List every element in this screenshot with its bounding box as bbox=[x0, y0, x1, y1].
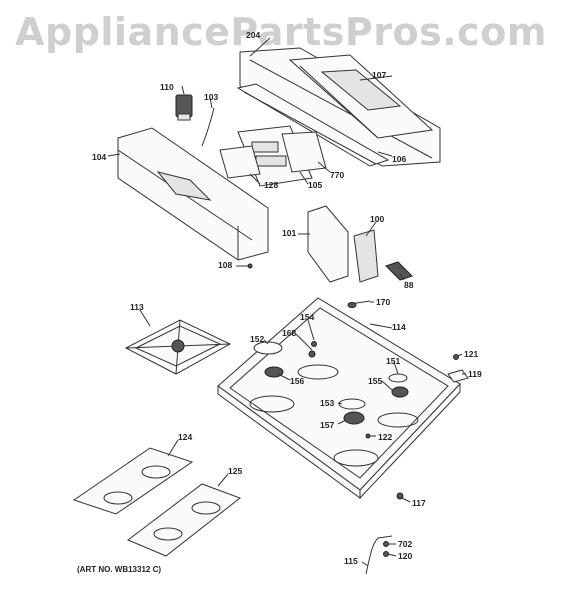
label-154: 154 bbox=[300, 312, 314, 322]
label-120: 120 bbox=[398, 551, 412, 561]
label-155: 155 bbox=[368, 376, 382, 386]
control-board bbox=[219, 125, 327, 187]
label-156: 156 bbox=[290, 376, 304, 386]
label-168: 168 bbox=[282, 328, 296, 338]
label-702: 702 bbox=[398, 539, 412, 549]
label-110: 110 bbox=[160, 82, 174, 92]
burner-grate bbox=[124, 319, 232, 375]
label-101: 101 bbox=[282, 228, 296, 238]
label-151: 151 bbox=[386, 356, 400, 366]
label-128: 128 bbox=[264, 180, 278, 190]
label-121: 121 bbox=[464, 349, 478, 359]
label-170: 170 bbox=[376, 297, 390, 307]
leader-lines bbox=[107, 37, 466, 567]
label-152: 152 bbox=[250, 334, 264, 344]
watermark-text: AppliancePartsPros.com bbox=[15, 10, 547, 54]
side-brackets bbox=[247, 205, 413, 283]
label-104: 104 bbox=[92, 152, 106, 162]
label-106: 106 bbox=[392, 154, 406, 164]
part-labels: 204 107 110 103 104 128 105 770 106 101 … bbox=[92, 30, 482, 566]
label-107: 107 bbox=[372, 70, 386, 80]
label-204: 204 bbox=[246, 30, 260, 40]
gas-tube bbox=[365, 535, 393, 575]
label-115: 115 bbox=[344, 556, 358, 566]
label-770: 770 bbox=[330, 170, 344, 180]
label-125: 125 bbox=[228, 466, 242, 476]
cooktop bbox=[217, 297, 461, 500]
label-153: 153 bbox=[320, 398, 334, 408]
label-103: 103 bbox=[204, 92, 218, 102]
label-124: 124 bbox=[178, 432, 192, 442]
label-100: 100 bbox=[370, 214, 384, 224]
label-117: 117 bbox=[412, 498, 426, 508]
art-number: (ART NO. WB13312 C) bbox=[77, 565, 162, 574]
screw-170 bbox=[347, 300, 371, 308]
label-113: 113 bbox=[130, 302, 144, 312]
right-small-parts bbox=[396, 354, 469, 500]
label-114: 114 bbox=[392, 322, 406, 332]
drip-pans bbox=[72, 447, 242, 557]
control-panel bbox=[117, 127, 269, 261]
label-105: 105 bbox=[308, 180, 322, 190]
label-88: 88 bbox=[404, 280, 414, 290]
switch-and-harness bbox=[175, 94, 215, 147]
label-108: 108 bbox=[218, 260, 232, 270]
backguard-assembly bbox=[236, 47, 441, 167]
label-122: 122 bbox=[378, 432, 392, 442]
label-157: 157 bbox=[320, 420, 334, 430]
label-119: 119 bbox=[468, 369, 482, 379]
